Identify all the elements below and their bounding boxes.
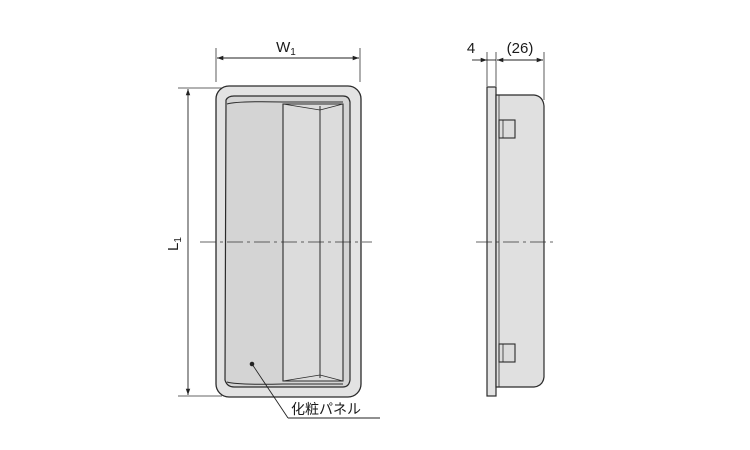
grip-bar-top-bevel (282, 103, 321, 111)
side-flange (486, 86, 497, 397)
thickness-label: 4 (467, 40, 475, 57)
recess-top-lip (226, 101, 343, 105)
panel-leader-line (251, 363, 289, 419)
width-label-group: W1 (276, 39, 296, 58)
depth-label: (26) (507, 40, 534, 57)
side-body (495, 94, 545, 388)
length-subscript: 1 (173, 237, 184, 243)
side-view: 4 (26) (467, 40, 556, 397)
lower-clip (498, 343, 516, 363)
grip-bar-top-bevel-right (319, 103, 344, 111)
grip-bar (282, 103, 344, 382)
decorative-panel-label: 化粧パネル (291, 402, 361, 418)
svg-text:L1: L1 (165, 237, 184, 251)
front-view: W1 L1 化粧パネル (165, 39, 380, 419)
length-label: L (165, 243, 182, 251)
recess-bottom-lip (226, 381, 343, 385)
grip-bar-bottom-bevel-right (319, 374, 344, 382)
length-label-group: L1 (165, 237, 184, 251)
grip-bar-bottom-bevel (282, 374, 321, 382)
width-label: W (276, 39, 291, 56)
width-subscript: 1 (290, 47, 296, 58)
upper-clip (498, 119, 516, 139)
